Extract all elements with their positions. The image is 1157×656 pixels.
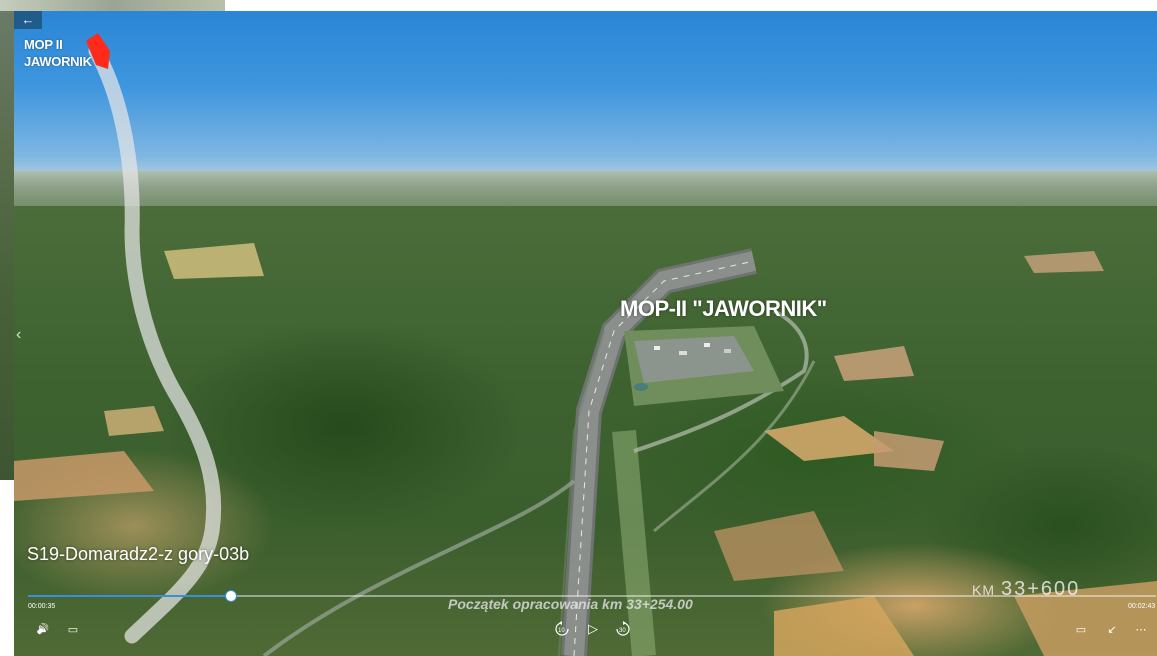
total-duration: 00:02:43	[1128, 603, 1156, 610]
seek-bar[interactable]	[28, 590, 1156, 602]
route-label-line1: MOP II	[24, 37, 63, 52]
sky	[14, 11, 1157, 181]
km-prefix: KM	[972, 582, 995, 598]
more-options-button[interactable]: ⋯	[1132, 620, 1150, 638]
mini-view-button[interactable]: ▭	[1072, 620, 1090, 638]
video-title: S19-Domaradz2-z gory-03b	[27, 544, 250, 564]
volume-icon: 🔊	[36, 623, 50, 635]
forward-button[interactable]: 30	[614, 620, 632, 638]
back-arrow-icon: ←	[21, 12, 35, 27]
seek-bar-thumb[interactable]	[225, 590, 238, 602]
route-start-label: MOP II JAWORNIK	[24, 36, 92, 70]
background-left-strip	[0, 0, 225, 11]
kilometer-marker: KM 33+600	[972, 578, 1080, 601]
section-start-label: Początek opracowania km 33+254.00	[448, 596, 693, 612]
volume-button[interactable]: 🔊	[34, 620, 52, 638]
seek-bar-progress	[28, 595, 232, 597]
rewind-button[interactable]: 10	[553, 620, 571, 638]
route-label-line2: JAWORNIK	[24, 54, 92, 69]
exit-fullscreen-button[interactable]: ↙	[1103, 620, 1121, 638]
horizon	[14, 171, 1157, 211]
km-value: 33+600	[1001, 578, 1081, 600]
previous-chevron-icon[interactable]: ‹	[16, 326, 22, 343]
video-frame[interactable]	[14, 11, 1157, 656]
top-white-band	[225, 0, 1157, 11]
more-icon: ⋯	[1135, 623, 1147, 636]
mini-view-icon: ▭	[1075, 623, 1087, 636]
rewind-icon: 10	[555, 621, 569, 636]
forward-seconds: 30	[619, 628, 626, 634]
captions-button[interactable]: ▭	[64, 620, 82, 638]
exit-fullscreen-icon: ↙	[1107, 623, 1117, 636]
play-button[interactable]: ▷	[584, 620, 602, 638]
forward-icon: 30	[616, 621, 630, 636]
captions-icon: ▭	[67, 623, 79, 636]
rest-area-label: MOP-II "JAWORNIK"	[620, 296, 827, 321]
elapsed-time: 00:00:35	[28, 603, 56, 610]
back-button[interactable]: ←	[14, 11, 42, 29]
play-icon: ▷	[588, 621, 598, 636]
scene-illustration	[14, 33, 1157, 656]
rewind-seconds: 10	[558, 628, 565, 634]
